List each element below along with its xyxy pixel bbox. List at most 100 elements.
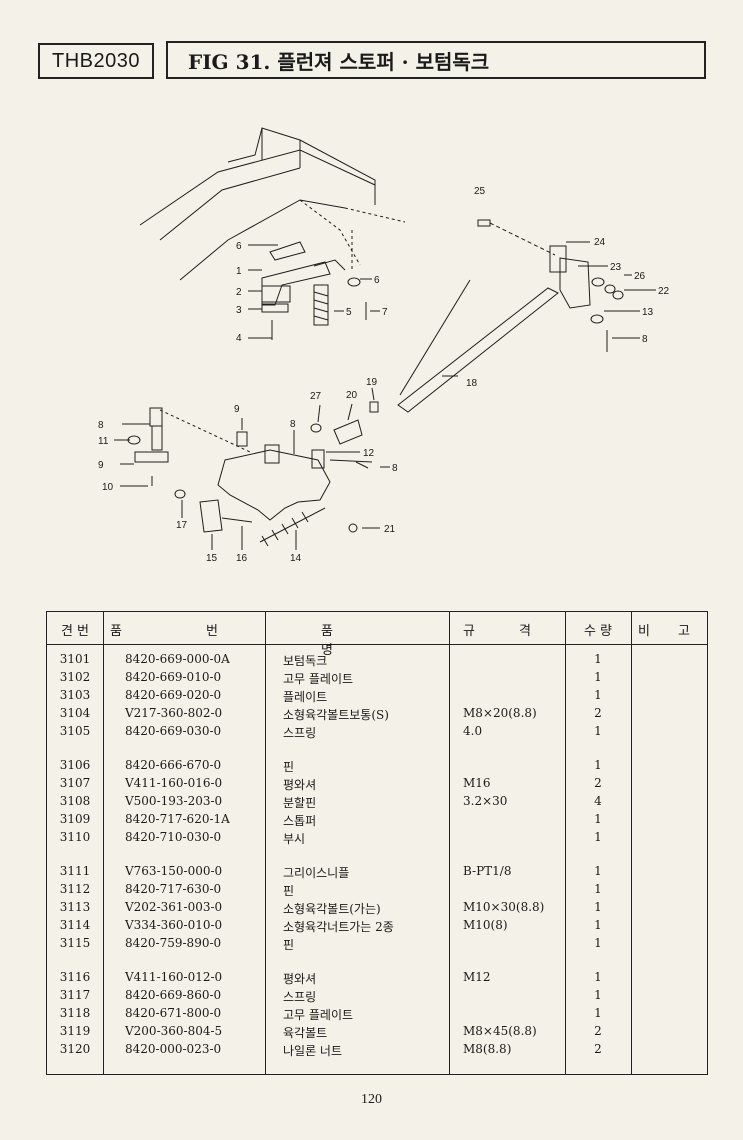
ref-no-cell: 3117 [59,988,91,1002]
callout-3: 3 [236,305,242,316]
qty-cell: 1 [594,1006,602,1020]
part-no-cell: V217-360-802-0 [125,706,223,720]
qty-cell: 1 [594,688,602,702]
ref-no-cell: 3107 [59,776,91,790]
ref-no-cell: 3111 [59,864,91,878]
part-name-cell: 평와셔 [283,778,317,792]
part-no-cell: 8420-669-020-0 [125,688,222,702]
part-name-cell: 평와셔 [283,972,317,986]
callout-6: 6 [236,241,242,252]
ref-no-cell: 3109 [59,812,91,826]
part-name-cell: 보텀독크 [283,654,328,668]
ref-no-cell: 3119 [59,1024,91,1038]
spec-cell: M8×20(8.8) [463,706,537,720]
part-name-cell: 스프링 [283,726,317,740]
part-name-cell: 분할핀 [283,796,317,810]
part-no-cell: 8420-717-620-1A [125,812,230,826]
qty-cell: 1 [594,918,602,932]
part-name-cell: 핀 [283,938,295,952]
part-name-cell: 핀 [283,884,295,898]
callout-26: 23 [610,262,622,273]
table-row: 3104 V217-360-802-0 소형육각볼트보통(S) M8×20(8.8) 2 [47,706,707,724]
spec-cell: M16 [463,776,491,790]
callout-7: 6 [374,275,380,286]
callout-30: 27 [310,391,322,402]
part-name-cell: 스톱퍼 [283,814,317,828]
exploded-parts-diagram: 6 1 2 3 4 5 6 7 25 24 23 26 22 13 8 18 8… [98,127,670,564]
qty-cell: 1 [594,652,602,666]
table-row: 3109 8420-717-620-1A 스톱퍼 1 [47,812,707,830]
spec-cell: 3.2×30 [463,794,508,808]
callout-28: 25 [474,186,486,197]
spec-cell: 4.0 [463,724,483,738]
part-no-cell: 8420-671-800-0 [125,1006,222,1020]
callout-15: 12 [363,448,375,459]
part-no-cell: V763-150-000-0 [125,864,223,878]
callout-16: 13 [642,307,654,318]
part-name-cell: 나일론 너트 [283,1044,343,1058]
model-code: THB2030 [38,43,154,79]
header-part-name: 품 명 [321,624,393,658]
ref-no-cell: 3103 [59,688,91,702]
callout-13: 10 [102,482,114,493]
qty-cell: 1 [594,882,602,896]
qty-cell: 1 [594,970,602,984]
table-header: 견 번 품 번 품 명 규 격 수 량 비 고 [47,612,707,658]
callout-24: 21 [384,524,396,535]
ref-no-cell: 3112 [59,882,91,896]
callout-18: 15 [206,553,218,564]
qty-cell: 2 [594,706,602,720]
callout-14: 11 [98,436,109,447]
spec-cell: M10(8) [463,918,508,932]
spec-cell: M12 [463,970,491,984]
part-name-cell: 소형육각볼트보통(S) [283,708,389,722]
qty-cell: 1 [594,988,602,1002]
callout-17: 14 [290,553,302,564]
ref-no-cell: 3118 [59,1006,91,1020]
spec-cell: M8×45(8.8) [463,1024,537,1038]
part-name-cell: 육각볼트 [283,1026,328,1040]
ref-no-cell: 3108 [59,794,91,808]
ref-no-cell: 3114 [59,918,91,932]
part-name-cell: 그리이스니플 [283,866,350,880]
ref-no-cell: 3104 [59,706,91,720]
callout-20: 17 [176,520,188,531]
ref-no-cell: 3106 [59,758,91,772]
qty-cell: 1 [594,830,602,844]
part-no-cell: V500-193-203-0 [125,794,223,808]
callout-29: 26 [634,271,646,282]
page-number: 120 [361,1092,382,1107]
part-name-cell: 플레이트 [283,690,328,704]
spec-cell: M10×30(8.8) [463,900,545,914]
part-no-cell: V334-360-010-0 [125,918,223,932]
qty-cell: 1 [594,936,602,950]
ref-no-cell: 3105 [59,724,91,738]
callout-5: 5 [346,307,352,318]
callout-8c: 8 [392,463,398,474]
callout-21: 18 [466,378,478,389]
qty-cell: 1 [594,864,602,878]
qty-cell: 1 [594,812,602,826]
part-name-cell: 부시 [283,832,306,846]
callout-23: 20 [346,390,358,401]
callout-9: 8 [290,419,296,430]
part-no-cell: 8420-000-023-0 [125,1042,222,1056]
part-no-cell: 8420-759-890-0 [125,936,222,950]
callout-12: 9 [98,460,104,471]
ref-no-cell: 3110 [59,830,91,844]
callout-10: 8 [98,420,104,431]
part-no-cell: 8420-669-860-0 [125,988,222,1002]
callout-22: 19 [366,377,378,388]
